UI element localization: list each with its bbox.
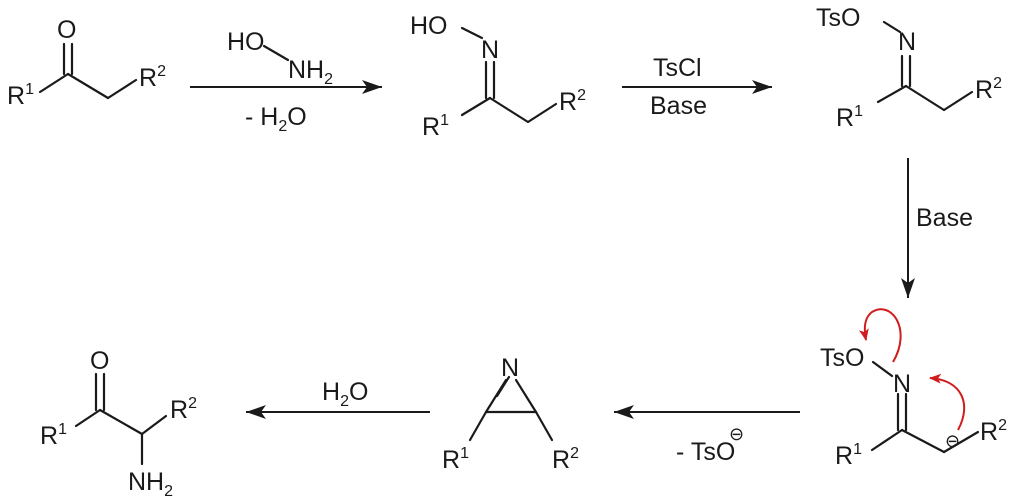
oxime-hydroxyl-label: HO: [410, 12, 448, 40]
step-4-condition: - TsO: [676, 438, 735, 466]
aminoketone-r2-label: R2: [170, 395, 197, 424]
azirine-nitrogen-label: N: [501, 354, 519, 382]
azirine-structure: N R1 R2: [442, 354, 579, 474]
step-5-reagent: H2O: [322, 378, 368, 410]
tosyl-oxime-r1-label: R1: [836, 103, 863, 132]
aminoketone-amine-label: NH2: [128, 468, 173, 500]
electron-push-arrow-o: [858, 308, 902, 363]
step-4-charge: ⊖: [729, 424, 744, 444]
tosyl-oxime-tso-label: TsO: [816, 4, 860, 32]
tosyl-oxime-nitrogen-label: N: [898, 28, 916, 56]
ketone-oxygen-label: O: [57, 16, 76, 44]
electron-push-arrow-n: [929, 373, 966, 431]
step-1-reagent-nh2: NH2: [288, 56, 333, 88]
step-1-arrow: HO NH2 - H2O: [190, 28, 382, 135]
carbanion-r1-label: R1: [835, 441, 862, 470]
azirine-r1-label: R1: [442, 445, 469, 474]
oxime-nitrogen-label: N: [481, 36, 499, 64]
tosyl-oxime-r2-label: R2: [975, 75, 1002, 104]
step-2-reagent: TsCl: [653, 54, 702, 82]
carbanion-r2-label: R2: [980, 417, 1007, 446]
step-2-condition: Base: [650, 92, 707, 120]
step-4-arrow: - TsO ⊖: [614, 405, 800, 466]
step-1-reagent-ho: HO: [227, 28, 265, 56]
aminoketone-structure: O R1 R2 NH2: [40, 347, 197, 500]
step-2-arrow: TsCl Base: [622, 54, 772, 120]
azirine-r2-label: R2: [552, 445, 579, 474]
tosyl-oxime-structure: TsO N R1 R2: [816, 4, 1002, 132]
ketone-structure: O R1 R2: [7, 16, 166, 110]
aminoketone-oxygen-label: O: [90, 347, 109, 375]
step-5-arrow: H2O: [246, 378, 430, 419]
carbanion-structure: TsO N R1 R2 ⊖: [820, 308, 1007, 470]
carbanion-negative-charge: ⊖: [945, 431, 960, 451]
aminoketone-r1-label: R1: [40, 421, 67, 450]
oxime-structure: HO N R1 R2: [410, 12, 586, 141]
step-1-condition: - H2O: [245, 103, 307, 135]
ketone-r1-label: R1: [7, 81, 34, 110]
carbanion-tso-label: TsO: [820, 344, 864, 372]
oxime-r1-label: R1: [422, 112, 449, 141]
step-3-arrow: Base: [901, 158, 973, 298]
step-3-condition: Base: [916, 204, 973, 232]
oxime-r2-label: R2: [559, 87, 586, 116]
ketone-r2-label: R2: [139, 63, 166, 92]
carbanion-nitrogen-label: N: [893, 370, 911, 398]
